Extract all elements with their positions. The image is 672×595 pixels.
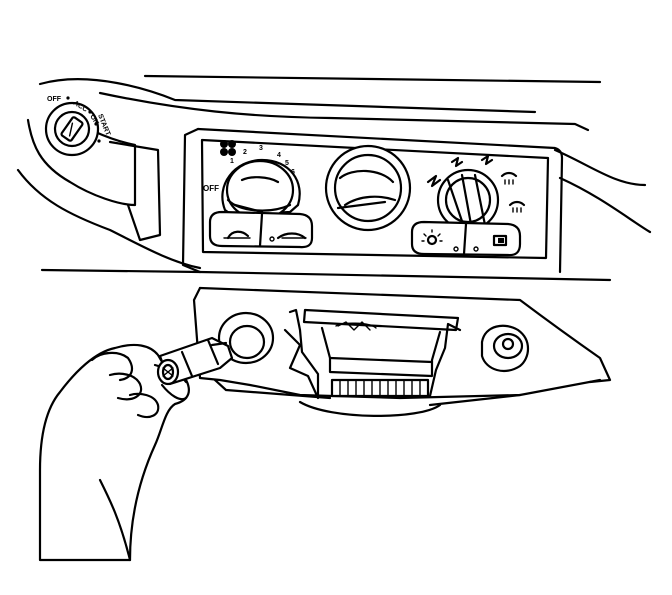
lower-console — [192, 286, 612, 417]
light-icon — [421, 229, 443, 246]
lighter-socket-right — [480, 324, 530, 373]
fan-speed-knob[interactable]: OFF 1 2 3 4 5 6 — [203, 145, 301, 221]
mode-knob[interactable] — [436, 168, 500, 232]
lighter-element — [156, 336, 234, 386]
fan-off-label: OFF — [203, 184, 219, 193]
bilevel-icon — [450, 156, 464, 168]
ashtray-assembly — [283, 308, 462, 400]
rear-defrost-icon — [508, 200, 526, 207]
dash-top-contours — [38, 74, 652, 234]
lighter-socket-left — [217, 311, 275, 365]
fan-speed-5: 5 — [285, 160, 289, 167]
ignition-switch — [44, 101, 100, 157]
ignition-label-on: ON — [88, 114, 99, 127]
steering-column-housing — [16, 108, 612, 282]
hvac-panel — [181, 127, 564, 274]
vent-mode-buttons-left[interactable] — [208, 210, 314, 249]
recirculation-icon — [492, 234, 508, 247]
vent-mode-buttons-right[interactable] — [410, 220, 522, 257]
ignition-label-off: OFF — [47, 96, 62, 103]
mode-knob-icons — [426, 154, 526, 213]
fan-speed-6: 6 — [291, 169, 295, 176]
foot-vent-icon — [426, 174, 442, 188]
fan-icon — [220, 140, 236, 156]
floor-defrost-icon — [480, 154, 494, 166]
fan-speed-3: 3 — [259, 145, 263, 152]
fan-speed-2: 2 — [243, 149, 247, 156]
fan-speed-4: 4 — [277, 152, 281, 159]
fan-speed-1: 1 — [230, 158, 234, 165]
temperature-knob[interactable] — [324, 144, 412, 232]
defrost-icon — [500, 171, 518, 178]
